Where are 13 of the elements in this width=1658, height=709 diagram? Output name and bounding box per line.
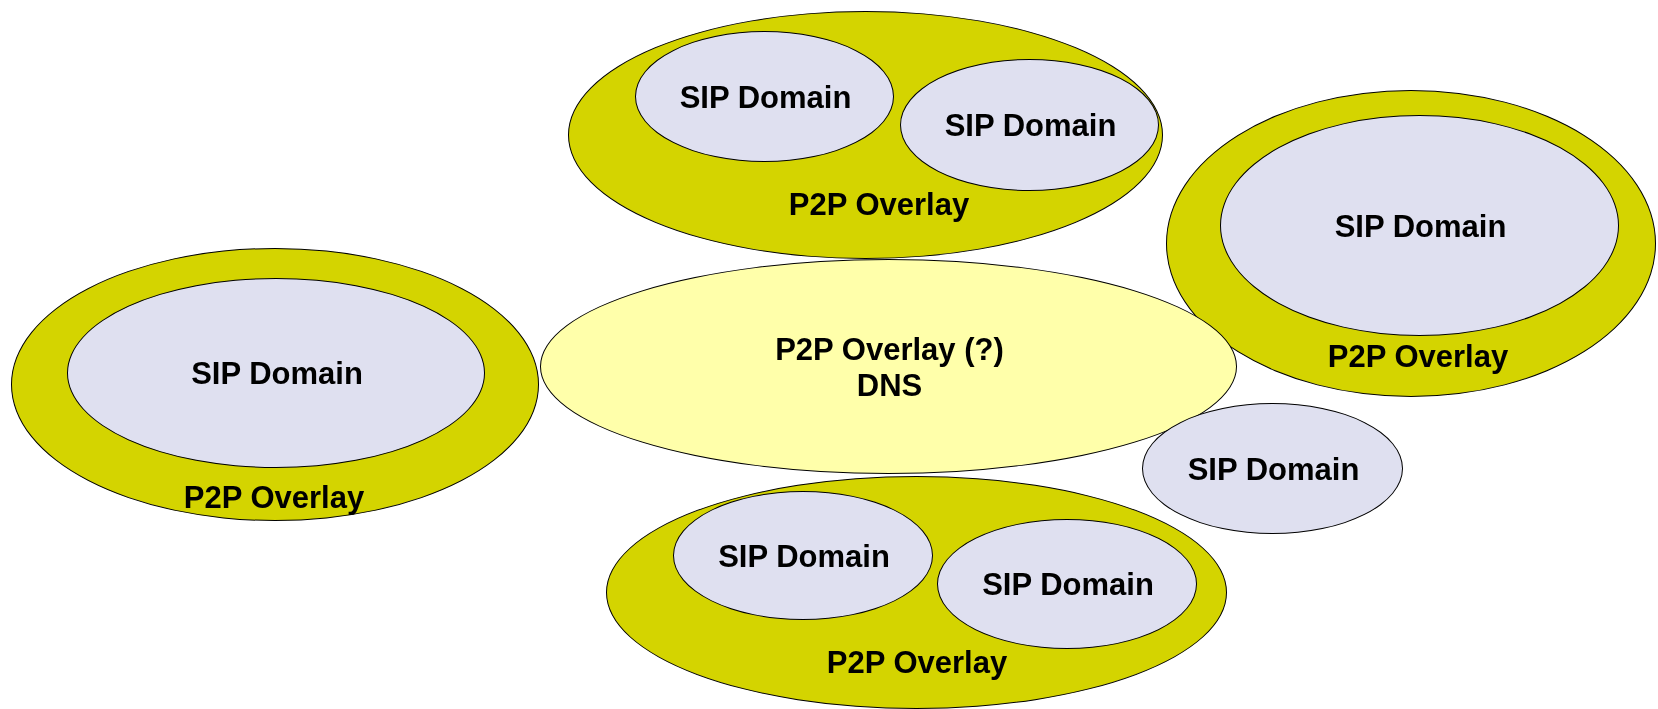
domain-label: SIP Domain — [982, 567, 1154, 603]
domain-label: SIP Domain — [191, 356, 363, 392]
domain-label: SIP Domain — [679, 79, 852, 116]
domain-label: SIP Domain — [1334, 208, 1507, 245]
domain-label: SIP Domain — [718, 538, 890, 575]
overlay-label: P2P Overlay — [1327, 339, 1509, 375]
overlay-label: P2P Overlay (?) — [775, 331, 1004, 368]
overlay-label: P2P Overlay — [788, 187, 970, 223]
domain-label: SIP Domain — [944, 108, 1117, 144]
overlay-label: P2P Overlay — [183, 480, 365, 516]
domain-label: SIP Domain — [1187, 451, 1360, 488]
overlay-label: P2P Overlay — [826, 645, 1008, 681]
overlay-label: DNS — [856, 367, 923, 404]
